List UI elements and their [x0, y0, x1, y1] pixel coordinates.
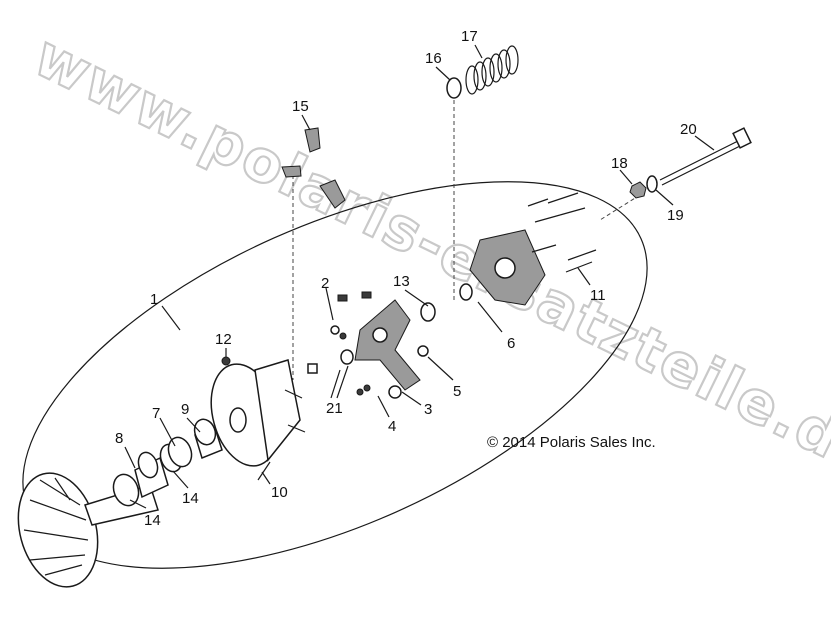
fan-sheave	[17, 472, 159, 588]
callout-1: 1	[150, 291, 158, 308]
callout-17: 17	[461, 28, 478, 45]
callout-13: 13	[393, 273, 410, 290]
copyright-text: © 2014 Polaris Sales Inc.	[487, 434, 656, 451]
callout-7: 7	[152, 405, 160, 422]
washer-16	[446, 77, 462, 99]
button	[337, 294, 348, 302]
bushing	[134, 451, 169, 499]
button	[307, 363, 318, 374]
callout-20: 20	[680, 121, 697, 138]
callout-2: 2	[321, 275, 329, 292]
long-bolt	[659, 127, 752, 186]
cover	[459, 229, 546, 306]
stationary-sheave	[210, 359, 306, 467]
callout-5: 5	[453, 383, 461, 400]
cover-bolts	[527, 192, 597, 273]
callout-18: 18	[611, 155, 628, 172]
nut-18	[629, 181, 647, 199]
callout-16: 16	[425, 50, 442, 67]
callout-21: 21	[326, 400, 343, 417]
callout-11: 11	[590, 287, 606, 304]
washer-19	[646, 175, 658, 193]
roller	[339, 332, 347, 340]
roller	[388, 385, 402, 399]
callout-6: 6	[507, 335, 515, 352]
nut	[221, 356, 231, 366]
callout-10: 10	[271, 484, 288, 501]
weight	[319, 179, 346, 209]
roller	[363, 384, 371, 392]
callout-9: 9	[181, 401, 189, 418]
washer	[340, 349, 354, 365]
roller	[356, 388, 364, 396]
callout-4: 4	[388, 418, 396, 435]
callout-19: 19	[667, 207, 684, 224]
callout-12: 12	[215, 331, 232, 348]
watermark: www.polaris-ersatzteile.de	[23, 20, 831, 491]
weight	[281, 165, 302, 178]
button	[361, 291, 372, 299]
callouts: 1 2 3 4 5 6 7 8 9 10 11 12 13 14 14 15 1…	[115, 28, 697, 529]
spider	[354, 299, 421, 391]
callout-14a: 14	[144, 512, 161, 529]
snap-ring	[112, 473, 140, 507]
callout-14b: 14	[182, 490, 199, 507]
bushing-13	[420, 302, 436, 322]
callout-3: 3	[424, 401, 432, 418]
bearing	[193, 418, 223, 459]
roller	[330, 325, 340, 335]
callout-15: 15	[292, 98, 309, 115]
spring	[465, 45, 519, 95]
leader-lines	[124, 44, 715, 509]
bolt	[257, 461, 271, 481]
weight	[304, 127, 321, 153]
alignment-line	[599, 194, 641, 221]
roller	[417, 345, 429, 357]
watermark-text: www.polaris-ersatzteile.de	[24, 21, 831, 490]
callout-8: 8	[115, 430, 123, 447]
